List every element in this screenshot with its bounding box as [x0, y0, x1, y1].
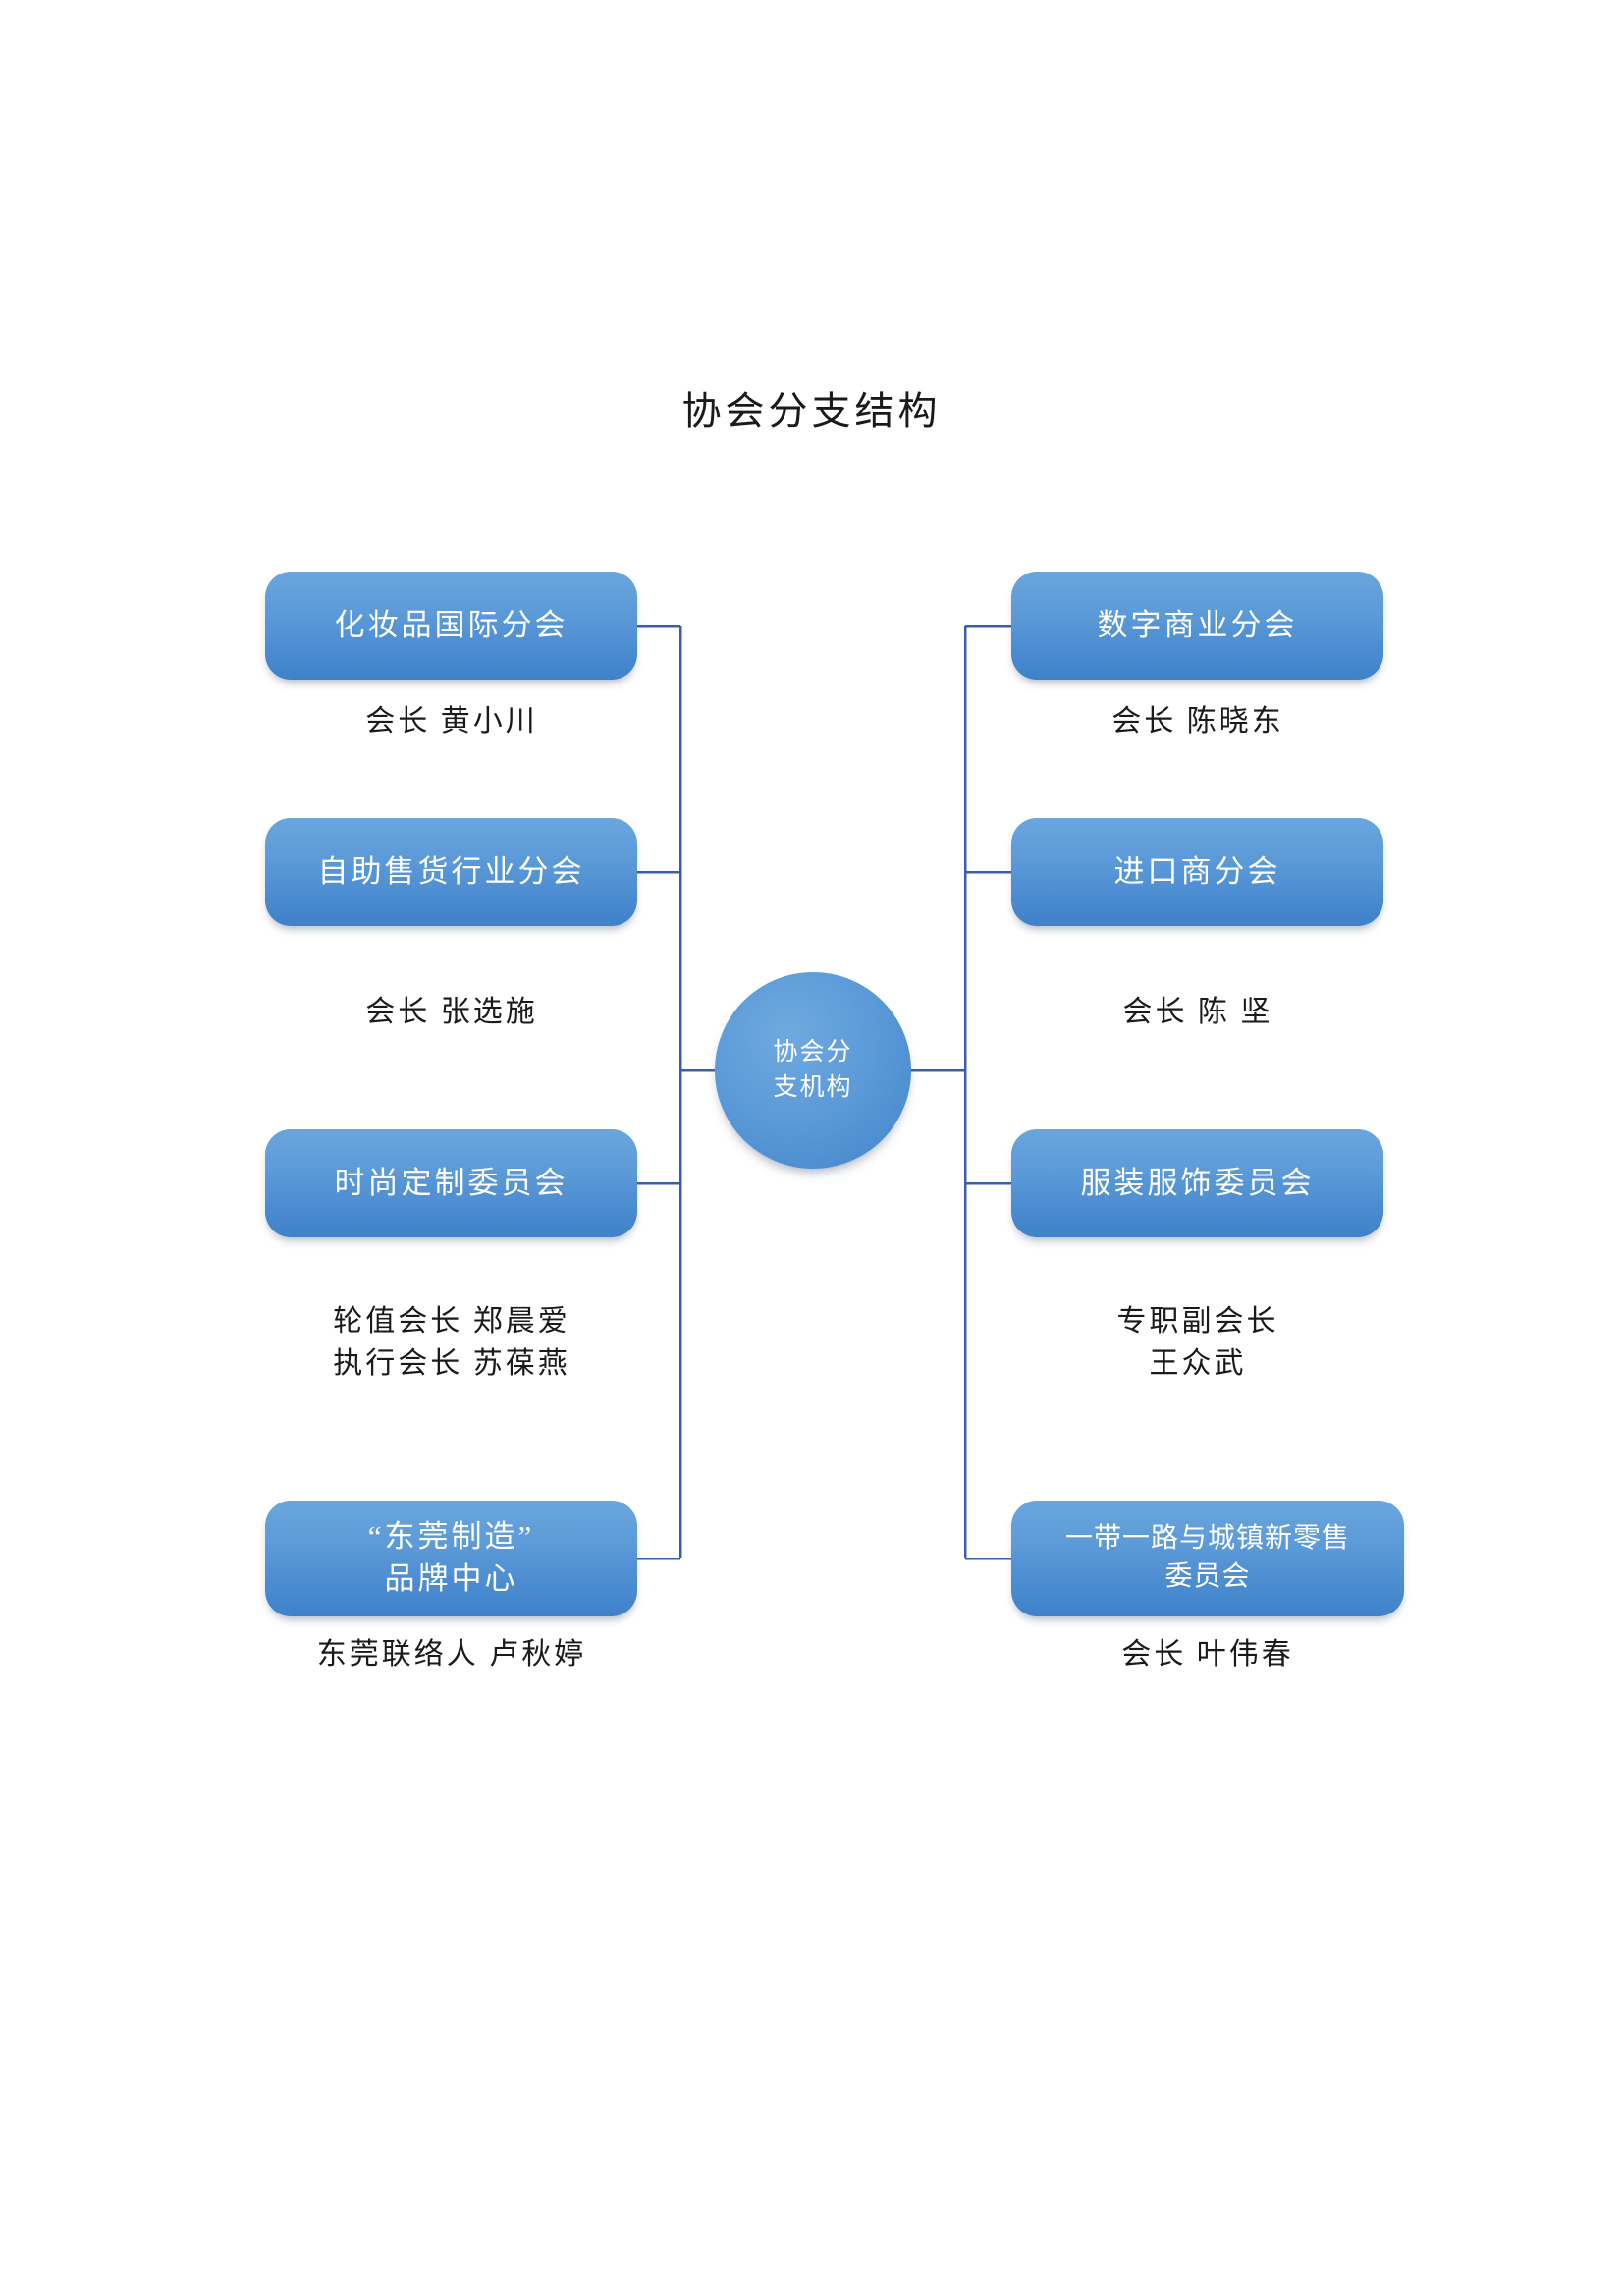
caption-left-3: 轮值会长 郑晨爱 执行会长 苏葆燕: [333, 1305, 570, 1380]
caption-right-2: 会长 陈 坚: [1122, 996, 1273, 1028]
node-right-1[interactable]: 数字商业分会: [1011, 572, 1383, 680]
node-left-4-label: “东莞制造” 品牌中心: [367, 1519, 535, 1596]
node-left-4[interactable]: “东莞制造” 品牌中心: [265, 1501, 637, 1616]
node-left-1[interactable]: 化妆品国际分会: [265, 572, 637, 680]
caption-right-3: 专职副会长 王众武: [1116, 1305, 1279, 1380]
node-right-3[interactable]: 服装服饰委员会: [1011, 1129, 1383, 1237]
node-right-4[interactable]: 一带一路与城镇新零售 委员会: [1011, 1501, 1404, 1616]
node-right-4-label: 一带一路与城镇新零售 委员会: [1064, 1523, 1350, 1592]
node-right-1-label: 数字商业分会: [1097, 607, 1298, 642]
page-title: 协会分支结构: [681, 389, 942, 433]
node-right-3-label: 服装服饰委员会: [1080, 1165, 1315, 1200]
node-right-2-label: 进口商分会: [1113, 853, 1281, 889]
node-left-3[interactable]: 时尚定制委员会: [265, 1129, 637, 1237]
caption-left-2: 会长 张选施: [365, 996, 538, 1028]
hub-node[interactable]: 协会分 支机构: [715, 972, 911, 1169]
node-left-3-label: 时尚定制委员会: [334, 1165, 568, 1200]
node-left-2[interactable]: 自助售货行业分会: [265, 818, 637, 926]
node-left-1-label: 化妆品国际分会: [334, 607, 568, 642]
caption-right-1: 会长 陈晓东: [1111, 705, 1284, 738]
hub-label: 协会分 支机构: [773, 1038, 853, 1101]
caption-left-4: 东莞联络人 卢秋婷: [316, 1638, 587, 1670]
caption-right-4: 会长 叶伟春: [1121, 1638, 1294, 1670]
caption-left-1: 会长 黄小川: [365, 705, 538, 738]
node-right-2[interactable]: 进口商分会: [1011, 818, 1383, 926]
node-left-2-label: 自助售货行业分会: [317, 853, 585, 889]
